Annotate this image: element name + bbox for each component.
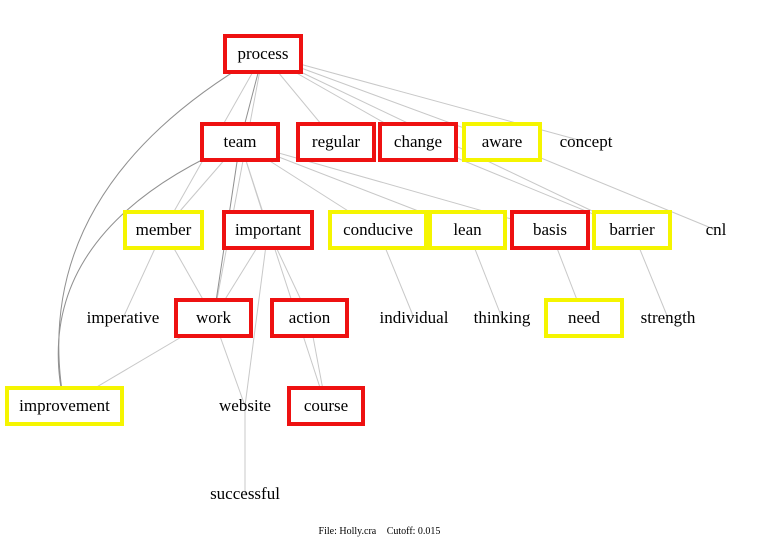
- node-imperative[interactable]: imperative: [86, 308, 160, 327]
- node-action[interactable]: action: [270, 298, 349, 338]
- node-conducive[interactable]: conducive: [328, 210, 428, 250]
- edge-process-work: [213, 53, 264, 319]
- node-process[interactable]: process: [223, 34, 303, 74]
- node-change[interactable]: change: [378, 122, 458, 162]
- node-aware[interactable]: aware: [462, 122, 542, 162]
- edge-team-course: [239, 141, 327, 407]
- node-website[interactable]: website: [219, 396, 271, 415]
- node-barrier[interactable]: barrier: [592, 210, 672, 250]
- footer: File: Holly.cra Cutoff: 0.015: [0, 526, 759, 537]
- node-team[interactable]: team: [200, 122, 280, 162]
- node-need[interactable]: need: [544, 298, 624, 338]
- edge-important-website: [244, 229, 269, 407]
- node-important[interactable]: important: [222, 210, 314, 250]
- footer-file: File: Holly.cra: [318, 526, 377, 537]
- node-course[interactable]: course: [287, 386, 365, 426]
- node-concept[interactable]: concept: [559, 132, 613, 151]
- footer-cutoff: Cutoff: 0.015: [386, 526, 441, 537]
- node-work[interactable]: work: [174, 298, 253, 338]
- node-thinking[interactable]: thinking: [473, 308, 531, 327]
- node-cnl[interactable]: cnl: [705, 220, 727, 239]
- edge-team-improvement: [57, 141, 241, 407]
- node-basis[interactable]: basis: [510, 210, 590, 250]
- node-strength[interactable]: strength: [640, 308, 696, 327]
- node-lean[interactable]: lean: [428, 210, 507, 250]
- node-individual[interactable]: individual: [379, 308, 449, 327]
- node-successful[interactable]: successful: [210, 484, 280, 503]
- node-member[interactable]: member: [123, 210, 204, 250]
- node-regular[interactable]: regular: [296, 122, 376, 162]
- node-improvement[interactable]: improvement: [5, 386, 124, 426]
